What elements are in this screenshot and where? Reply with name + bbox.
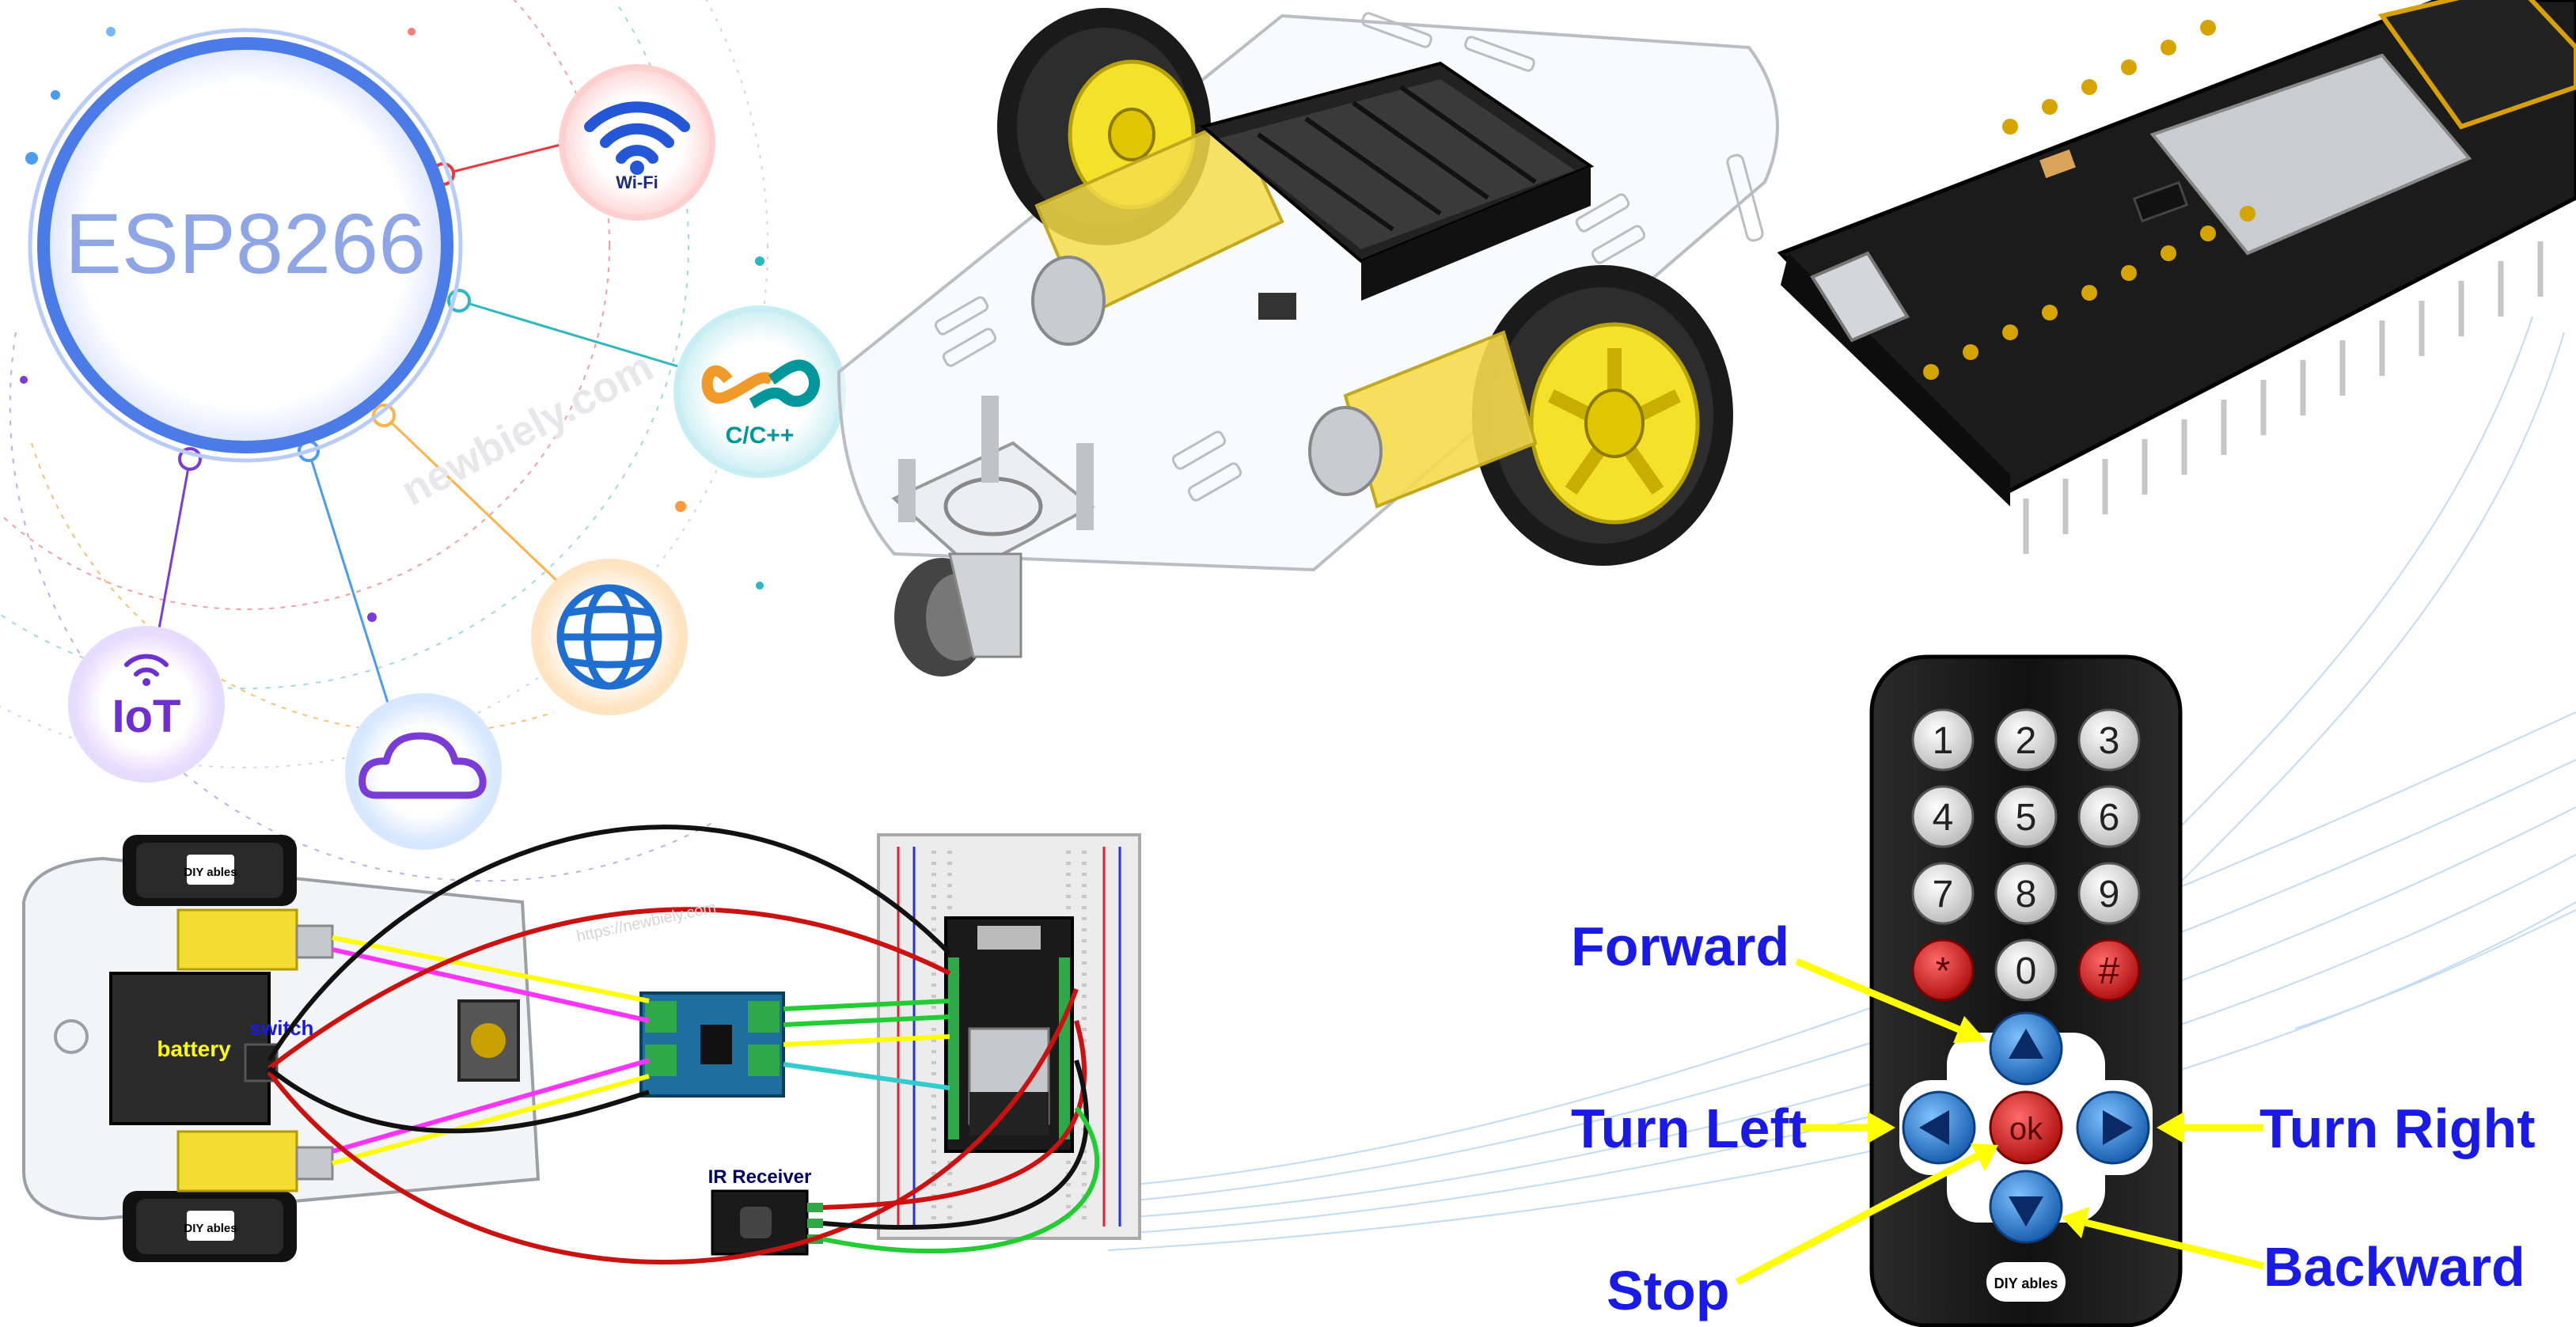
callout-turn-left: Turn Left <box>1571 1098 1807 1159</box>
wiring-watermark: https://newbiely.com <box>575 899 717 946</box>
remote-brand: DIY ables <box>1994 1276 2058 1291</box>
ir-receiver-label: IR Receiver <box>708 1166 812 1188</box>
remote-key-6[interactable] <box>2077 785 2141 848</box>
remote-key-label: 4 <box>1933 797 1954 839</box>
cpp-badge: C/C++ <box>673 305 846 478</box>
wheel-brand-top: DIY ables <box>184 866 237 879</box>
wheel-front <box>1472 265 1733 566</box>
iot-badge: IoT <box>68 626 225 783</box>
nodemcu-board <box>1777 0 2576 554</box>
remote-dpad: ok <box>1899 1011 2153 1244</box>
wiring-wheel-bottom: DIY ables <box>123 1191 297 1262</box>
hub-ring <box>37 37 453 453</box>
robot-car-kit <box>837 8 1779 677</box>
remote-key-label: 3 <box>2099 720 2120 762</box>
remote-key-2[interactable] <box>1994 708 2058 772</box>
remote-key-label: # <box>2099 950 2120 992</box>
battery-label: battery <box>157 1037 231 1061</box>
caster-wheel <box>891 396 1095 677</box>
remote-key-label: 1 <box>1933 720 1954 762</box>
motor-rear <box>1031 116 1284 346</box>
pin-holes <box>1923 20 2255 380</box>
switch-label: switch <box>250 1016 314 1040</box>
wires <box>267 825 1100 1265</box>
callout-arrowheads <box>1868 1016 2184 1238</box>
chassis-slots <box>934 12 1764 502</box>
globe-icon <box>556 584 662 690</box>
cloud-icon <box>359 732 487 799</box>
remote-key-label: 8 <box>2016 874 2037 916</box>
wheel-brand-bottom: DIY ables <box>184 1222 237 1235</box>
esp8266-hub: ESP8266 Wi-Fi C/C++ <box>0 0 846 882</box>
callout-turn-right: Turn Right <box>2259 1098 2536 1159</box>
arduino-infinity-icon <box>701 359 820 409</box>
wifi-label: Wi-Fi <box>616 173 658 192</box>
hub-ring-outer <box>28 28 463 463</box>
battery-holder <box>1199 61 1595 301</box>
chassis-switch <box>1258 293 1296 320</box>
remote-key-label: 0 <box>2016 950 2037 992</box>
remote-key-1[interactable] <box>1911 708 1975 772</box>
web-badge <box>531 559 688 715</box>
right-arrow-icon <box>2103 1110 2133 1145</box>
wiring-wheel-top: DIY ables <box>123 835 297 906</box>
callout-stop: Stop <box>1607 1260 1730 1321</box>
wiring-diagram: DIY ables DIY ables battery switch IR Re… <box>22 825 1141 1265</box>
remote-key-8[interactable] <box>1994 862 2058 925</box>
callout-backward: Backward <box>2263 1236 2525 1298</box>
callout-arrows <box>1735 957 2265 1285</box>
left-arrow-icon <box>1919 1110 1949 1145</box>
wifi-badge: Wi-Fi <box>559 64 715 221</box>
forward-arrow-icon <box>2009 1029 2043 1059</box>
remote-key-label: 6 <box>2099 797 2120 839</box>
ok-label: ok <box>2009 1112 2043 1147</box>
remote-key-label: 7 <box>1933 874 1954 916</box>
callouts: Forward Turn Left Turn Right Stop Backwa… <box>1571 916 2536 1321</box>
battery-pack <box>109 972 271 1125</box>
remote-key-label: 2 <box>2016 720 2037 762</box>
iot-icon <box>124 654 169 677</box>
remote-keypad: 1 2 3 4 5 6 7 8 9 * 0 # <box>1911 708 2141 1002</box>
remote-key-3[interactable] <box>2077 708 2141 772</box>
remote-key-4[interactable] <box>1911 785 1975 848</box>
motor-front <box>1308 330 1538 509</box>
cpp-label: C/C++ <box>726 423 795 449</box>
hub-connectors <box>157 141 697 729</box>
remote-key-7[interactable] <box>1911 862 1975 925</box>
remote-key-label: 5 <box>2016 797 2037 839</box>
remote-key-label: * <box>1936 950 1951 992</box>
remote-key-0[interactable] <box>1994 938 2058 1002</box>
hub-watermark: newbiely.com <box>393 343 660 514</box>
iot-label: IoT <box>112 691 181 742</box>
wifi-icon <box>584 101 690 164</box>
remote-key-9[interactable] <box>2077 862 2141 925</box>
remote-key-hash[interactable] <box>2077 938 2141 1002</box>
remote-key-star[interactable] <box>1911 938 1975 1002</box>
remote-key-label: 9 <box>2099 874 2120 916</box>
motor-bottom <box>176 1130 298 1192</box>
remote-key-5[interactable] <box>1994 785 2058 848</box>
hub-title: ESP8266 <box>65 195 426 291</box>
ok-button[interactable] <box>1989 1090 2063 1165</box>
backward-arrow-icon <box>2009 1196 2043 1227</box>
callout-forward: Forward <box>1571 916 1789 977</box>
motor-top <box>176 908 298 971</box>
ir-remote: 1 2 3 4 5 6 7 8 9 * 0 # ok DIY ables <box>1869 654 2183 1327</box>
pin-headers <box>2023 241 2544 554</box>
cloud-badge <box>345 693 502 850</box>
